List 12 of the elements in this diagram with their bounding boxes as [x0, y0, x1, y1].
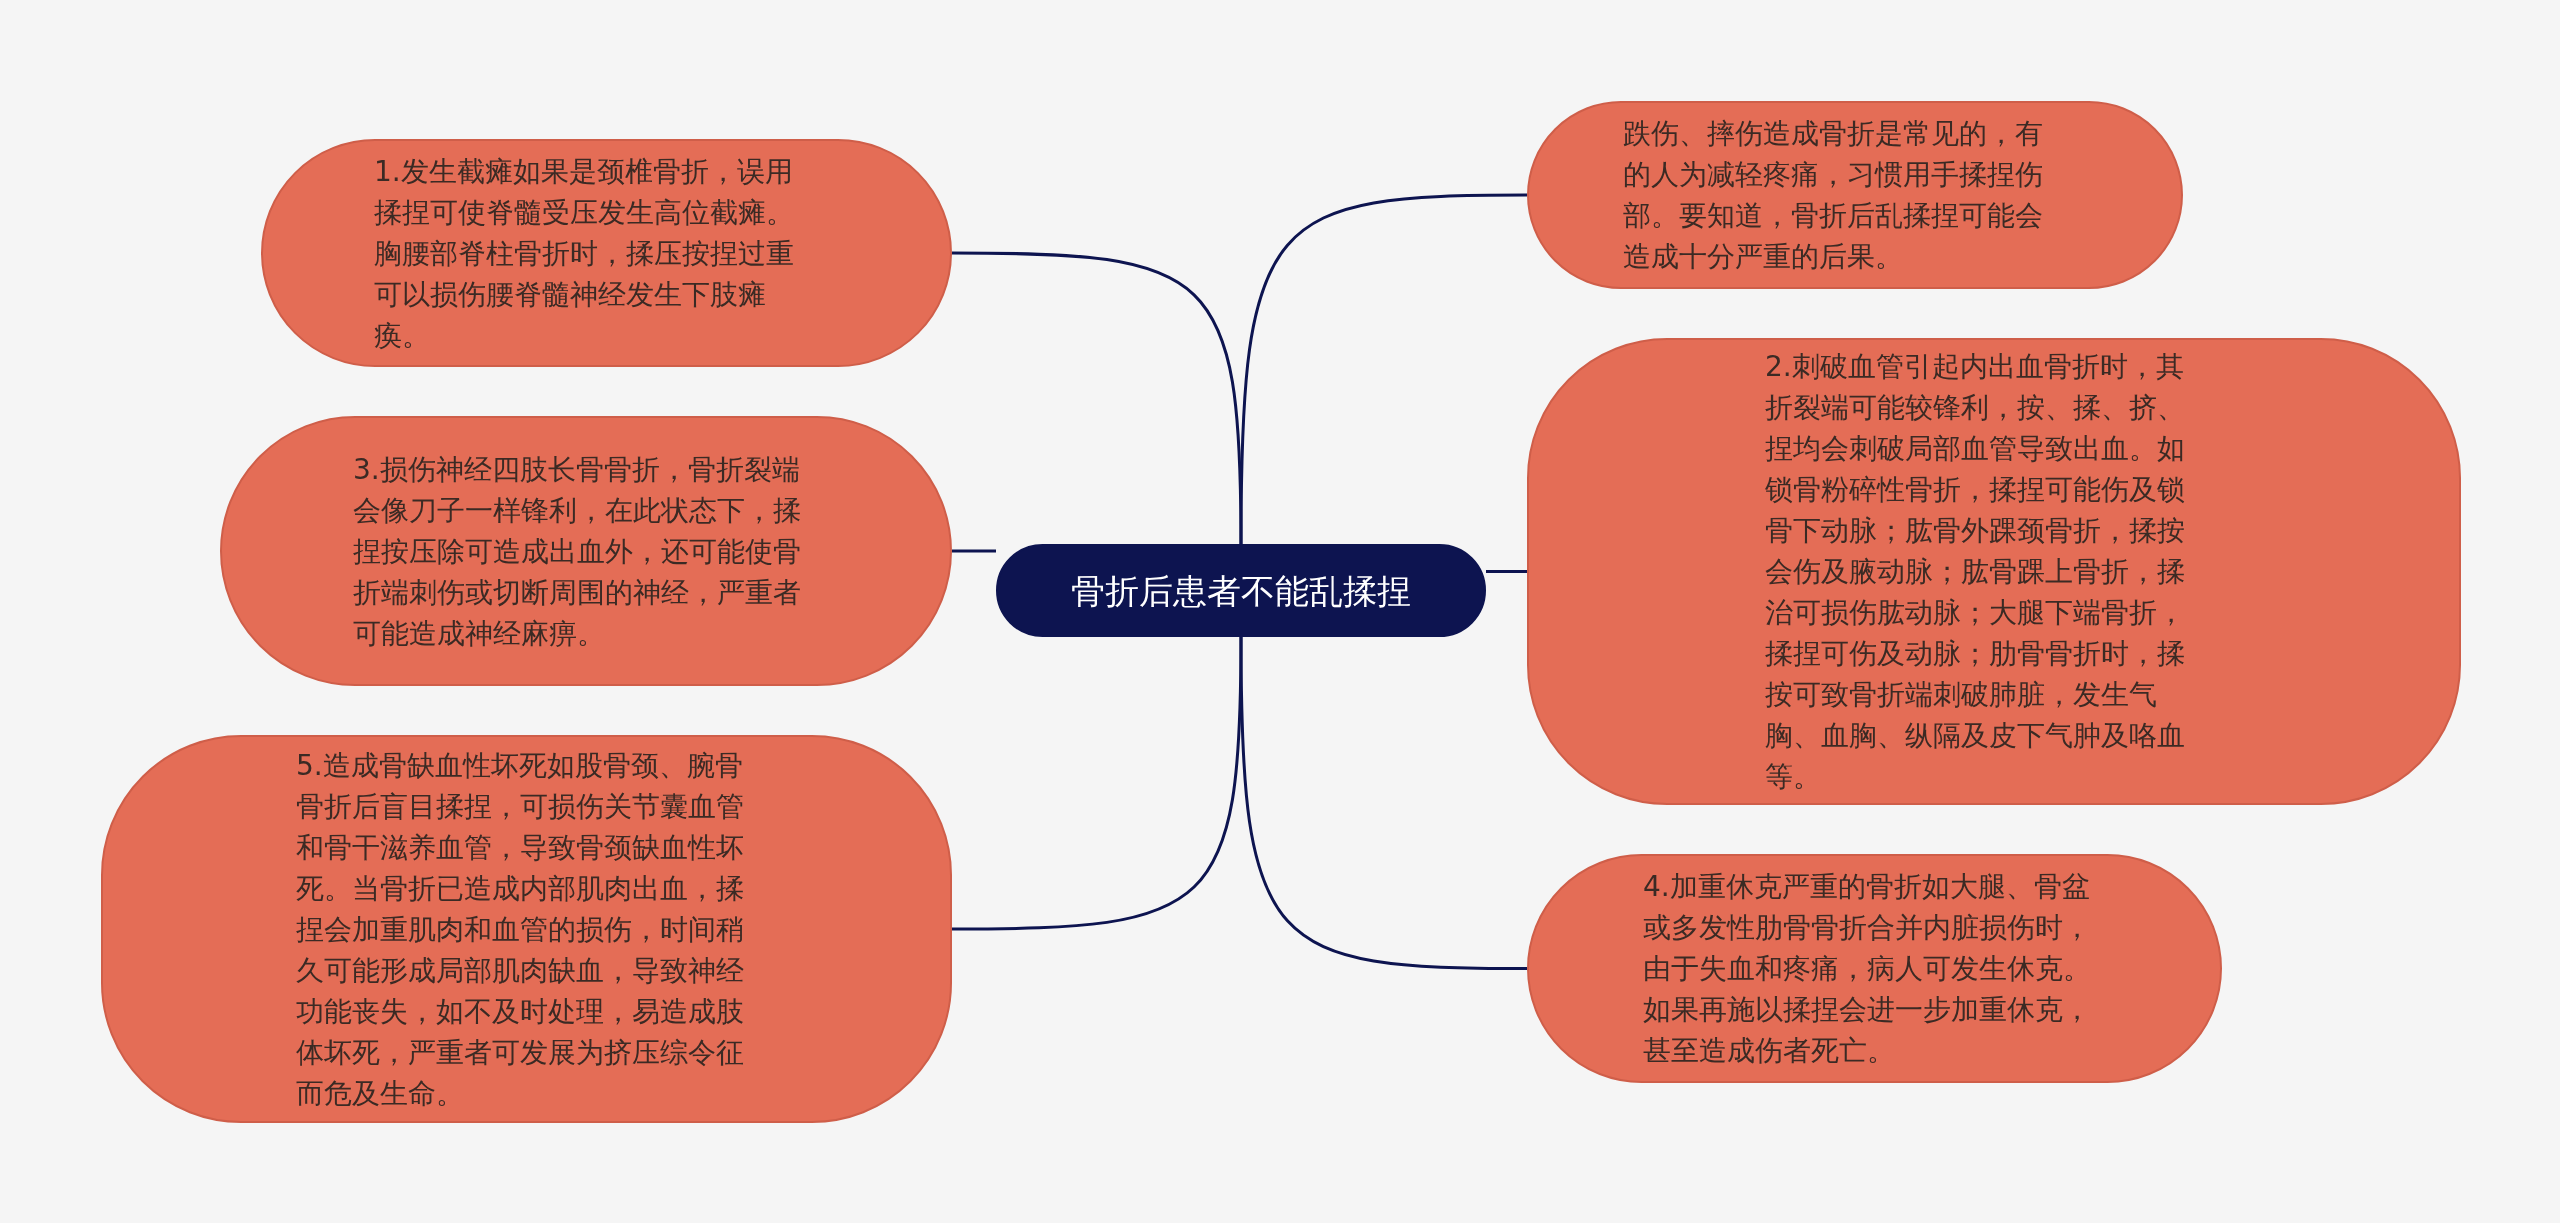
topic-box: 3.损伤神经四肢长骨骨折，骨折裂端会像刀子一样锋利，在此状态下，揉捏按压除可造成出血外，还可能使骨折端刺伤或切断周围的神经，严重者可能造成神经麻痹。: [220, 416, 952, 686]
topic-box: 2.刺破血管引起内出血骨折时，其折裂端可能较锋利，按、揉、挤、捏均会刺破局部血管导致出血。如锁骨粉碎性骨折，揉捏可能伤及锁骨下动脉；肱骨外踝颈骨折，揉按会伤及腋动脉；肱骨踝上骨折，揉治可损伤肱动脉；大腿下端骨折，揉捏可伤及动脉；肋骨骨折时，揉按可致骨折端刺破肺脏，发生气胸、血胸、纵隔及皮下气肿及咯血等。: [1527, 338, 2461, 805]
connector-line: [952, 251, 1243, 544]
topic-box: 跌伤、摔伤造成骨折是常见的，有的人为减轻疼痛，习惯用手揉捏伤部。要知道，骨折后乱揉捏可能会造成十分严重的后果。: [1527, 101, 2183, 289]
topic-box: 4.加重休克严重的骨折如大腿、骨盆或多发性肋骨骨折合并内脏损伤时，由于失血和疼痛，病人可发生休克。如果再施以揉捏会进一步加重休克，甚至造成伤者死亡。: [1527, 854, 2222, 1083]
connector-line: [1486, 570, 1527, 573]
central-topic-box: 骨折后患者不能乱揉捏: [996, 544, 1486, 637]
connector-line: [952, 637, 1243, 931]
connector-line: [952, 549, 996, 553]
topic-box: 5.造成骨缺血性坏死如股骨颈、腕骨骨折后盲目揉捏，可损伤关节囊血管和骨干滋养血管，导致骨颈缺血性坏死。当骨折已造成内部肌肉出血，揉捏会加重肌肉和血管的损伤，时间稍久可能形成局部肌肉缺血，导致神经功能丧失，如不及时处理，易造成肢体坏死，严重者可发展为挤压综令征而危及生命。: [101, 735, 952, 1123]
topic-box: 1.发生截瘫如果是颈椎骨折，误用揉捏可使脊髓受压发生高位截瘫。胸腰部脊柱骨折时，揉压按捏过重可以损伤腰脊髓神经发生下肢瘫痪。: [261, 139, 952, 367]
connector-line: [1239, 637, 1527, 970]
